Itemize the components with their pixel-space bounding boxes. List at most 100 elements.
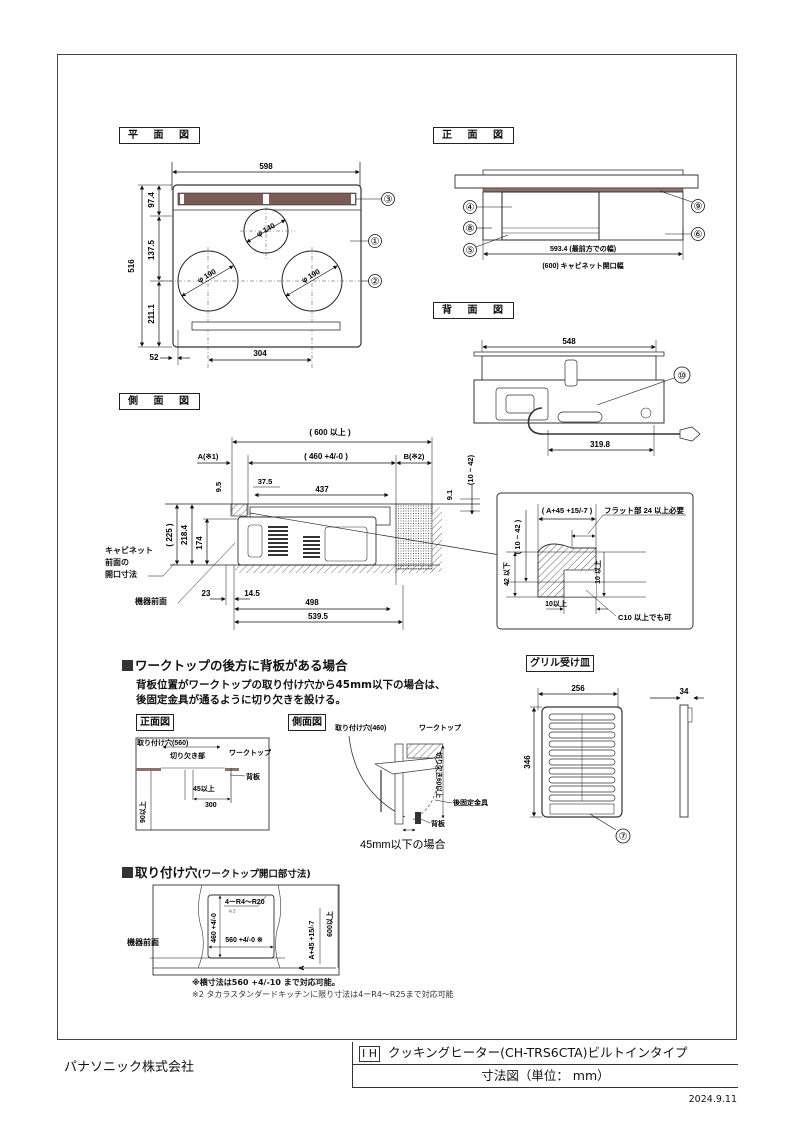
dim-460: ( 460 +4/-0 )	[304, 452, 348, 461]
side-view-drawing: ( 600 以上 ) A(※1) ( 460 +4/-0 ) B(※2) 9.5…	[148, 427, 500, 630]
detail-a45: ( A+45 +15/-7 )	[542, 506, 593, 515]
detail-10-min-v: 10 以上	[593, 560, 602, 584]
grill-width: 256	[571, 684, 585, 693]
title-block: I H クッキングヒーター(CH-TRS6CTA)ビルトインタイプ 寸法図（単位：…	[352, 1042, 738, 1088]
ih-badge: I H	[359, 1046, 381, 1062]
callout-1: ①	[371, 237, 380, 248]
grill-depth: 34	[680, 687, 689, 696]
callout-2: ②	[371, 277, 380, 288]
dim-9-1: 9.1	[445, 490, 454, 500]
mh-front-label: 機器前面	[127, 938, 159, 947]
square-bullet-icon	[122, 660, 133, 671]
bb-front-300: 300	[205, 802, 217, 809]
rear-view-title: 背 面 図	[433, 302, 514, 319]
worktop	[454, 174, 699, 189]
dim-548: 548	[562, 337, 576, 346]
mh-560: 560 +4/-0 ※	[225, 936, 263, 944]
mh-note-2: ※2 タカラスタンダードキッチンに限り寸法は4ーR4～R25まで対応可能	[192, 990, 454, 999]
dim-218-4: 218.4	[180, 524, 189, 545]
backboard-front-drawing: 取り付け穴(560) 切り欠き部 ワークトップ 背板 45以上 300 90以上	[135, 737, 272, 831]
dim-516: 516	[127, 259, 136, 273]
detail-drawing: ( A+45 +15/-7 ) フラット部 24 以上必要 ( 10 ~ 42 …	[496, 492, 694, 630]
detail-10-min-h: 10以上	[545, 599, 567, 608]
bb-side-cutout: 切り欠き60以上	[435, 752, 444, 799]
mh-600: 600以上	[325, 911, 334, 937]
callout-9: ⑨	[694, 202, 703, 213]
drawing-date: 2024.9.11	[688, 1094, 737, 1105]
drawing-frame	[57, 54, 737, 1040]
backboard-area	[395, 503, 433, 570]
bb-front-backboard: 背板	[246, 772, 261, 781]
callout-7: ⑦	[619, 832, 628, 843]
backboard-side-drawing: 取り付け穴(460) ワークトップ 切り欠き60以上 後固定金具 背板 45mm…	[335, 723, 488, 851]
mh-a: A	[299, 965, 306, 970]
product-title: クッキングヒーター(CH-TRS6CTA)ビルトインタイプ	[388, 1045, 688, 1060]
bb-side-hole: 取り付け穴(460)	[335, 723, 386, 732]
dim-600-min: ( 600 以上 )	[309, 427, 351, 437]
detail-flat-note: フラット部 24 以上必要	[604, 505, 685, 515]
control-panel	[191, 321, 341, 331]
side-view-title: 側 面 図	[119, 393, 200, 410]
dim-14-5: 14.5	[244, 589, 260, 598]
unit-front-label: 機器前面	[135, 597, 167, 606]
backboard-front-label: 正面図	[136, 714, 174, 731]
dim-498: 498	[305, 598, 319, 607]
dim-225: ( 225 )	[165, 523, 174, 546]
front-view-title: 正 面 図	[433, 127, 514, 144]
dim-593-4: 593.4 (最前方での幅)	[550, 244, 616, 253]
drawing-subtitle: 寸法図（単位： mm）	[353, 1065, 738, 1088]
backboard-side-label: 側面図	[288, 714, 326, 731]
dim-10-42: (10 ~ 42)	[466, 454, 475, 485]
detail-42-max: 42 以下	[503, 562, 511, 586]
dim-304: 304	[253, 349, 267, 358]
mh-corner: 4ーR4～R20	[225, 899, 265, 906]
callout-3: ③	[384, 195, 393, 206]
mh-note-1: ※横寸法は560 +4/-10 まで対応可能。	[192, 978, 340, 987]
dim-52: 52	[150, 353, 159, 362]
dim-319-8: 319.8	[590, 440, 611, 449]
dim-539-5: 539.5	[308, 612, 329, 621]
company-name: パナソニック株式会社	[64, 1060, 195, 1075]
callout-4: ④	[466, 203, 475, 214]
dim-137-5: 137.5	[147, 239, 156, 260]
mh-corner-note: ※2	[228, 908, 236, 915]
grill-drawing: 256 34 346 ⑦	[523, 684, 704, 844]
callout-5: ⑤	[466, 246, 475, 257]
plan-view-title: 平 面 図	[119, 127, 200, 144]
detail-10-42: ( 10 ~ 42 )	[513, 519, 522, 554]
bb-side-caption: 45mm以下の場合	[360, 837, 446, 851]
dim-97-4: 97.4	[147, 192, 156, 208]
detail-c10: C10 以上でも可	[618, 612, 672, 622]
callout-6: ⑥	[694, 230, 703, 241]
dim-211-1: 211.1	[147, 304, 156, 324]
mount-hole-drawing: 4ーR4～R20 ※2 460 +4/-0 560 +4/-0 ※ A+45 +…	[150, 884, 340, 976]
dim-437: 437	[315, 485, 329, 494]
dim-cabinet-600: (600) キャビネット開口幅	[542, 261, 623, 270]
dim-23: 23	[202, 589, 211, 598]
bb-front-hole: 取り付け穴(560)	[137, 738, 188, 747]
mount-hole-heading: 取り付け穴(ワークトップ開口部寸法)	[122, 862, 311, 881]
bb-front-90: 90以上	[138, 801, 147, 823]
power-plug	[679, 426, 701, 442]
dim-a: A(※1)	[198, 452, 219, 461]
title-row: I H クッキングヒーター(CH-TRS6CTA)ビルトインタイプ	[353, 1042, 738, 1065]
callout-10: ⑩	[678, 371, 687, 382]
grill-height: 346	[523, 755, 532, 769]
dim-598: 598	[259, 162, 273, 171]
dim-9-5: 9.5	[214, 482, 223, 492]
bb-side-backboard: 背板	[431, 819, 446, 828]
cabinet-opening-label: キャビネット 前面の 開口寸法	[105, 546, 153, 579]
grill-tray-side	[679, 704, 689, 818]
dim-b: B(※2)	[404, 452, 425, 461]
dim-37-5: 37.5	[258, 477, 273, 486]
bb-side-bracket: 後固定金具	[452, 798, 488, 807]
callout-8: ⑧	[466, 224, 475, 235]
mh-460: 460 +4/-0	[211, 913, 218, 943]
plan-view-drawing: 598 φ 140 φ 190 φ 190 516 97.4 137.5 211…	[127, 162, 395, 370]
square-bullet-icon	[122, 867, 133, 878]
front-view-drawing: 593.4 (最前方での幅) (600) キャビネット開口幅 ④ ⑧ ⑤ ⑨ ⑥	[454, 169, 705, 270]
bb-front-45: 45以上	[193, 784, 215, 793]
backboard-note: 背板位置がワークトップの取り付け穴から45mm以下の場合は、 後固定金具が通るよ…	[136, 679, 446, 706]
backboard-heading: ワークトップの後方に背板がある場合	[122, 655, 348, 674]
bb-front-cutout: 切り欠き部	[170, 751, 205, 760]
